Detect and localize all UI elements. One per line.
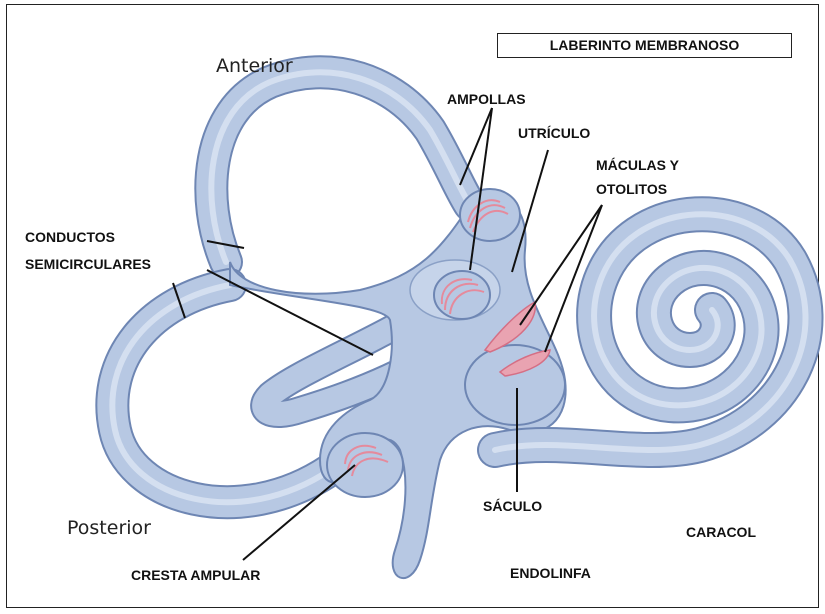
ampulla-anterior [460, 189, 520, 241]
saccule [465, 345, 565, 425]
label-maculas-line1: MÁCULAS Y [596, 153, 679, 177]
label-caracol: CARACOL [686, 520, 756, 544]
label-anterior: Anterior [216, 55, 293, 77]
label-conductos-line2: SEMICIRCULARES [25, 252, 151, 276]
label-endolinfa: ENDOLINFA [510, 561, 591, 585]
label-posterior: Posterior [67, 517, 151, 539]
label-saculo: SÁCULO [483, 494, 542, 518]
label-utriculo: UTRÍCULO [518, 121, 590, 145]
label-conductos-line1: CONDUCTOS [25, 225, 115, 249]
label-cresta-ampular: CRESTA AMPULAR [131, 563, 260, 587]
label-ampollas: AMPOLLAS [447, 87, 526, 111]
diagram-title: LABERINTO MEMBRANOSO [497, 33, 792, 58]
anterior-semicircular-canal [211, 72, 470, 262]
ampulla-posterior [327, 433, 403, 497]
label-maculas-line2: OTOLITOS [596, 177, 667, 201]
